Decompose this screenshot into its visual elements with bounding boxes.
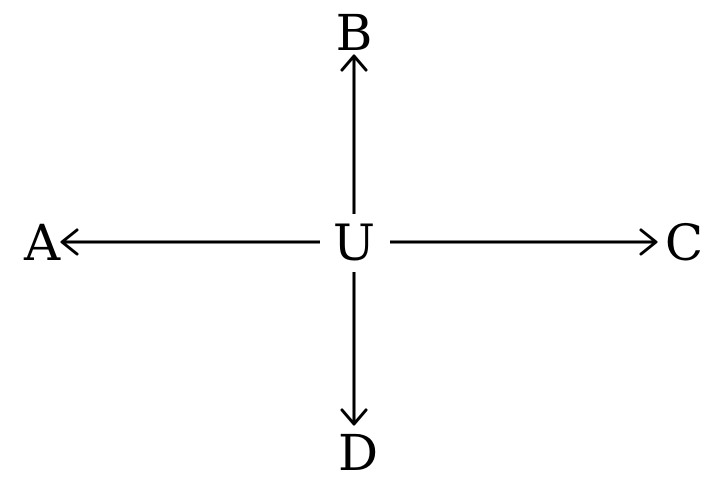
edge-u-to-a <box>60 228 320 256</box>
edge-u-to-c <box>390 228 658 256</box>
node-d-label: D <box>338 424 378 482</box>
edge-u-to-b <box>340 54 368 214</box>
node-a-label: A <box>23 214 61 272</box>
arrowhead-d <box>340 408 368 426</box>
edge-u-to-d <box>340 272 368 426</box>
arrowhead-c <box>639 228 658 256</box>
arrowhead-b <box>340 54 368 72</box>
node-c-label: C <box>665 214 703 272</box>
arrowhead-a <box>60 228 79 256</box>
node-b-label: B <box>336 4 373 62</box>
node-u-label: U <box>333 214 375 272</box>
